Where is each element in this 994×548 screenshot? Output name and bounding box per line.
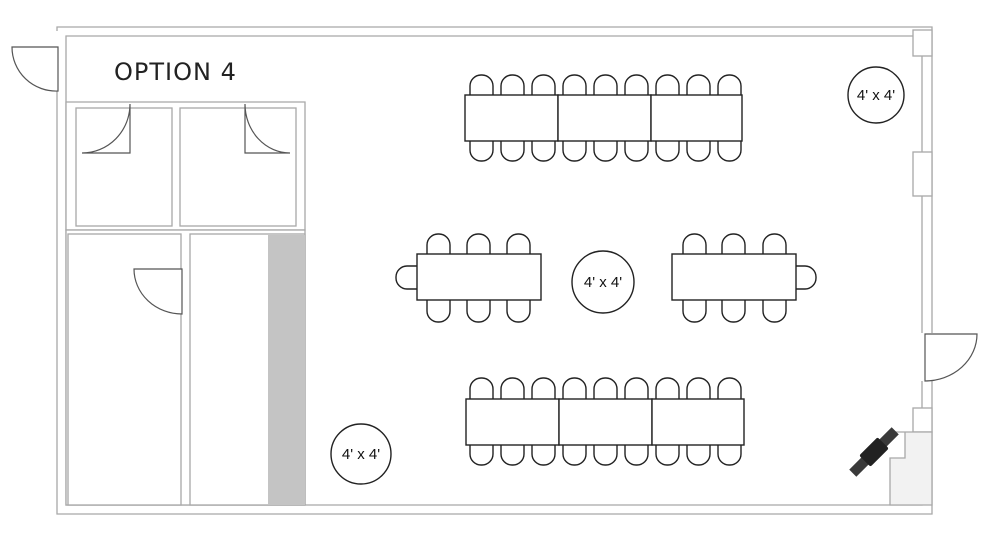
shaded-strip [268,235,305,505]
right-wall-pillars [889,29,933,506]
entry-door-top-left [11,31,62,92]
furniture-piece [650,94,743,142]
round-table-label: 4' x 4' [584,274,622,291]
furniture-piece [558,398,653,446]
table-middle-left [395,233,542,323]
entry-door-right [920,333,978,382]
round-table: 4' x 4' [330,423,392,485]
round-table: 4' x 4' [571,250,635,314]
furniture-piece [464,94,559,142]
round-table-top [847,66,905,124]
interior-rooms [65,101,306,506]
round-table-top [571,250,635,314]
furniture-piece [557,94,652,142]
furniture-piece [671,253,797,301]
round-table-label: 4' x 4' [857,87,895,104]
plan-title: OPTION 4 [114,58,237,86]
long-table-bottom [465,377,745,466]
round-table-top [330,423,392,485]
furniture-piece [416,253,542,301]
table-middle-right [671,233,817,323]
projector-icon [849,427,899,477]
furniture-piece [651,398,745,446]
round-table: 4' x 4' [847,66,905,124]
furniture-piece [465,398,560,446]
round-table-label: 4' x 4' [342,446,380,463]
long-table-top [464,74,743,162]
